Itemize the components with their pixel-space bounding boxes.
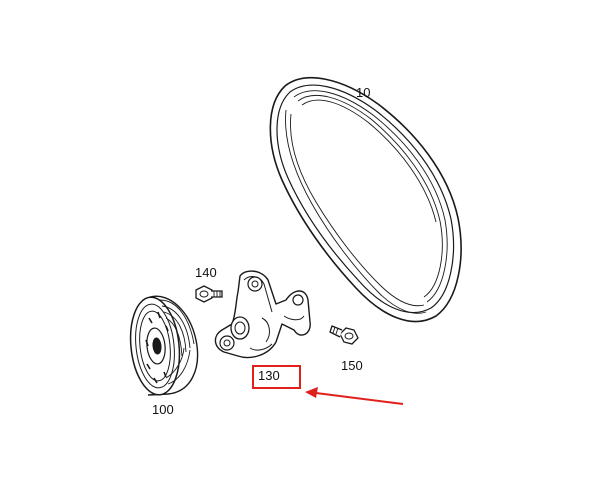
callout-150: 150 [341,358,363,373]
bolt-140[interactable] [195,285,223,303]
bolt-150[interactable] [329,325,359,345]
callout-10: 10 [356,85,370,100]
highlight-box [252,365,301,389]
idler-pulley[interactable] [126,295,199,397]
red-arrow [305,387,404,405]
callout-100: 100 [152,402,174,417]
serpentine-belt[interactable] [269,76,462,323]
callout-130: 130 [258,368,280,383]
belt-tensioner[interactable] [214,270,311,359]
callout-140: 140 [195,265,217,280]
